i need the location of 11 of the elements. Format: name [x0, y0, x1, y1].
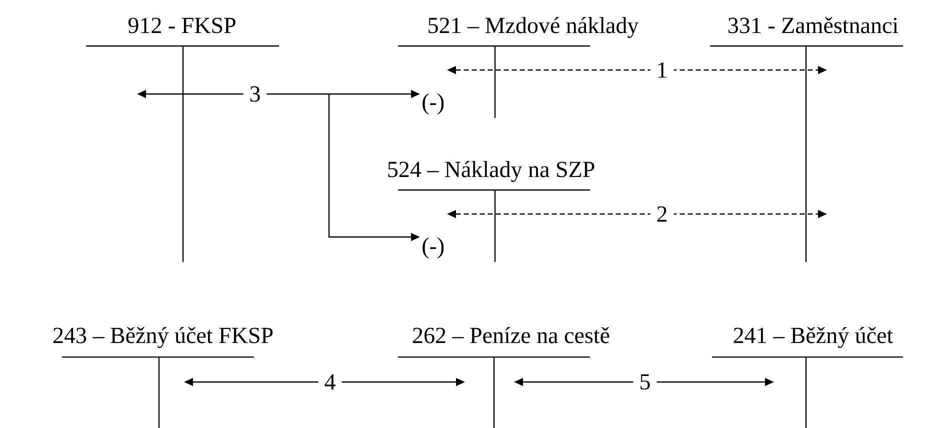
edge-label: 5	[633, 373, 657, 391]
edge-label: 4	[318, 373, 342, 391]
sign-label: (-)	[422, 94, 444, 114]
t-account: 243 – Běžný účet FKSP	[54, 326, 273, 428]
edge-label: 1	[650, 61, 674, 79]
t-account: 241 – Běžný účet	[711, 326, 904, 428]
sign-label: (-)	[422, 238, 444, 258]
t-account: 331 - Zaměstnanci	[709, 16, 904, 263]
edge-label: 3	[243, 85, 267, 103]
t-account: 262 – Peníze na cestě	[397, 326, 610, 428]
edge-label: 2	[650, 205, 674, 223]
